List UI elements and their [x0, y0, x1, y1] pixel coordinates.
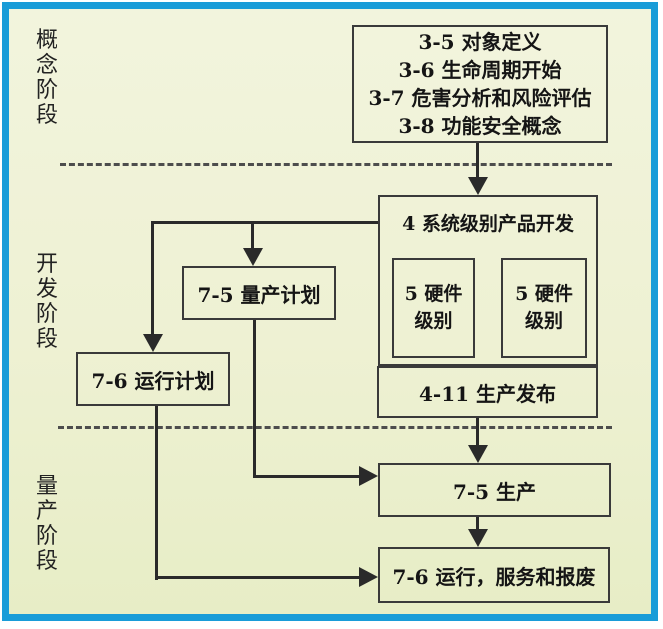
concept-line-2: 3-6 生命周期开始: [398, 58, 562, 82]
system-development-box: 4 系统级别产品开发: [378, 195, 598, 366]
connector-to-operation-plan: [151, 221, 154, 336]
diagram-frame: [2, 2, 658, 621]
phase-divider-line-1: [60, 163, 612, 166]
operation-box: 7-6 运行，服务和报废: [378, 547, 610, 603]
production-plan-box: 7-5 量产计划: [182, 266, 336, 320]
connector-release-to-production: [476, 418, 479, 447]
connector-production-to-operation: [476, 517, 479, 532]
arrowhead-to-operation-plan: [143, 334, 163, 352]
phase-label-development: 开发阶段: [35, 252, 58, 352]
system-development-title: 4 系统级别产品开发: [402, 213, 574, 235]
connector-operation-plan-down: [155, 406, 158, 580]
concept-phase-box: 3-5 对象定义 3-6 生命周期开始 3-7 危害分析和风险评估 3-8 功能…: [352, 25, 608, 143]
concept-line-3: 3-7 危害分析和风险评估: [368, 86, 592, 110]
arrowhead-to-production-plan: [243, 248, 263, 266]
connector-concept-to-system: [476, 143, 479, 181]
arrowhead-plan-to-production: [359, 466, 378, 486]
concept-line-1: 3-5 对象定义: [418, 30, 542, 54]
arrowhead-concept-to-system: [468, 177, 488, 195]
connector-operation-plan-to-operation: [155, 576, 360, 579]
connector-plan-down: [253, 320, 256, 478]
phase-label-mass-production: 量产阶段: [35, 474, 58, 574]
operation-plan-box: 7-6 运行计划: [76, 352, 230, 406]
connector-to-production-plan: [251, 221, 254, 251]
arrowhead-operation-plan-to-operation: [359, 567, 378, 587]
connector-system-branch-horizontal: [151, 221, 378, 224]
phase-divider-line-2: [58, 426, 612, 429]
arrowhead-release-to-production: [468, 445, 488, 463]
connector-plan-to-production: [253, 475, 360, 478]
arrowhead-production-to-operation: [468, 529, 488, 547]
production-box: 7-5 生产: [378, 463, 611, 517]
hardware-level-box-right: 5 硬件 级别: [501, 258, 587, 358]
production-release-box: 4-11 生产发布: [377, 366, 598, 418]
hardware-level-box-left: 5 硬件 级别: [392, 258, 475, 358]
concept-line-4: 3-8 功能安全概念: [398, 114, 562, 138]
phase-label-concept: 概念阶段: [35, 28, 58, 128]
